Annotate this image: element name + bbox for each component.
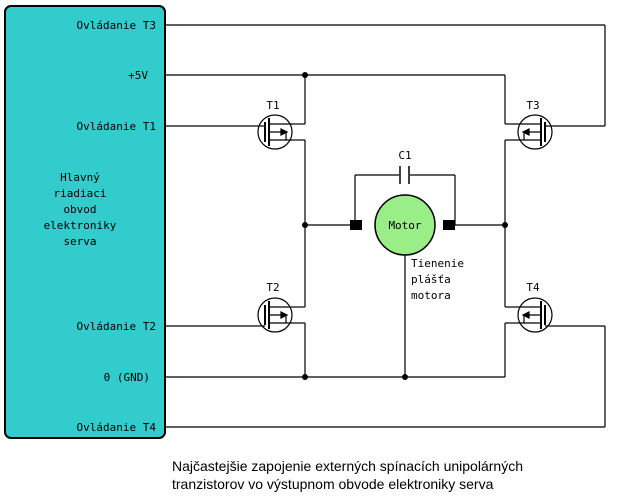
block-line-5: serva [63, 235, 96, 248]
caption-line-1: Najčastejšie zapojenie externých spínací… [172, 458, 523, 474]
label-ctrl-t2: Ovládanie T2 [77, 320, 156, 333]
caption: Najčastejšie zapojenie externých spínací… [172, 457, 523, 493]
label-ctrl-t1: Ovládanie T1 [77, 120, 156, 133]
transistor-t4 [517, 297, 553, 333]
block-line-4: elektroniky [44, 219, 117, 232]
label-motor: Motor [388, 219, 421, 232]
transistor-t2 [257, 297, 293, 333]
control-block [4, 5, 166, 439]
transistor-t3 [517, 114, 553, 150]
block-line-2: riadiaci [54, 187, 107, 200]
transistor-t1 [257, 114, 293, 150]
label-shield-1: Tienenie [411, 257, 464, 270]
label-t3: T3 [526, 99, 539, 112]
label-shield-2: plášťa [411, 273, 451, 286]
junctions [302, 72, 508, 380]
label-ctrl-t4: Ovládanie T4 [77, 421, 157, 434]
label-c1: C1 [398, 149, 411, 162]
capacitor-c1 [399, 166, 410, 184]
block-line-3: obvod [63, 203, 96, 216]
label-vcc: +5V [128, 69, 148, 82]
label-gnd: 0 (GND) [104, 371, 150, 384]
label-ctrl-t3: Ovládanie T3 [77, 19, 156, 32]
motor [350, 194, 455, 256]
caption-line-2: tranzistorov vo výstupnom obvode elektro… [172, 476, 494, 492]
block-line-1: Hlavný [60, 171, 100, 184]
label-t2: T2 [266, 281, 279, 294]
label-shield-3: motora [411, 289, 451, 302]
label-t1: T1 [266, 99, 279, 112]
label-t4: T4 [526, 281, 540, 294]
